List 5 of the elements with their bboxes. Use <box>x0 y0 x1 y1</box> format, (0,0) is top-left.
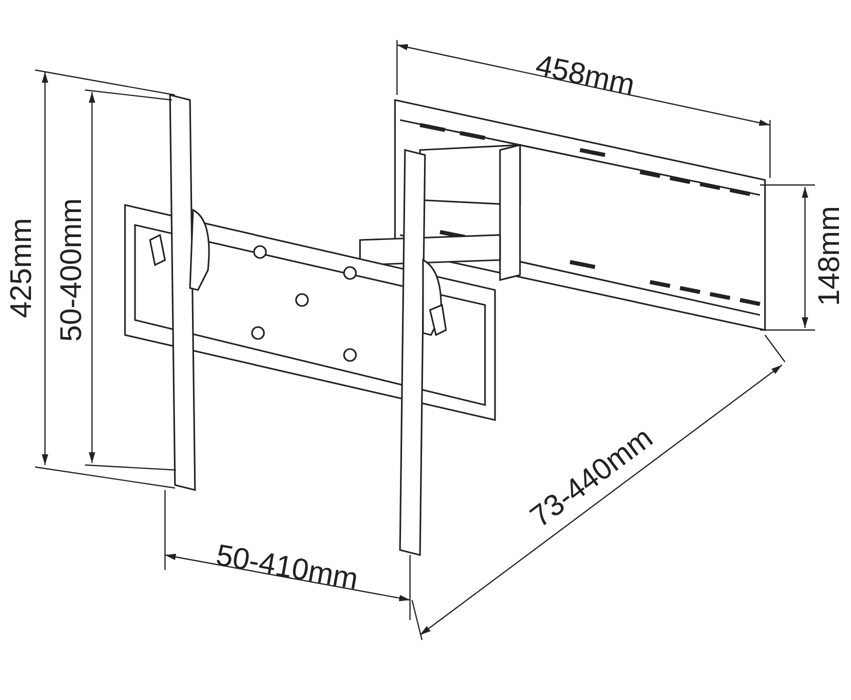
dimension-label: 425mm <box>7 218 37 318</box>
dimension-label: 50-400mm <box>57 198 87 342</box>
dimension-label: 148mm <box>815 206 845 306</box>
dimension-label: 50-410mm <box>214 540 360 596</box>
dimension-label: 458mm <box>532 50 638 102</box>
